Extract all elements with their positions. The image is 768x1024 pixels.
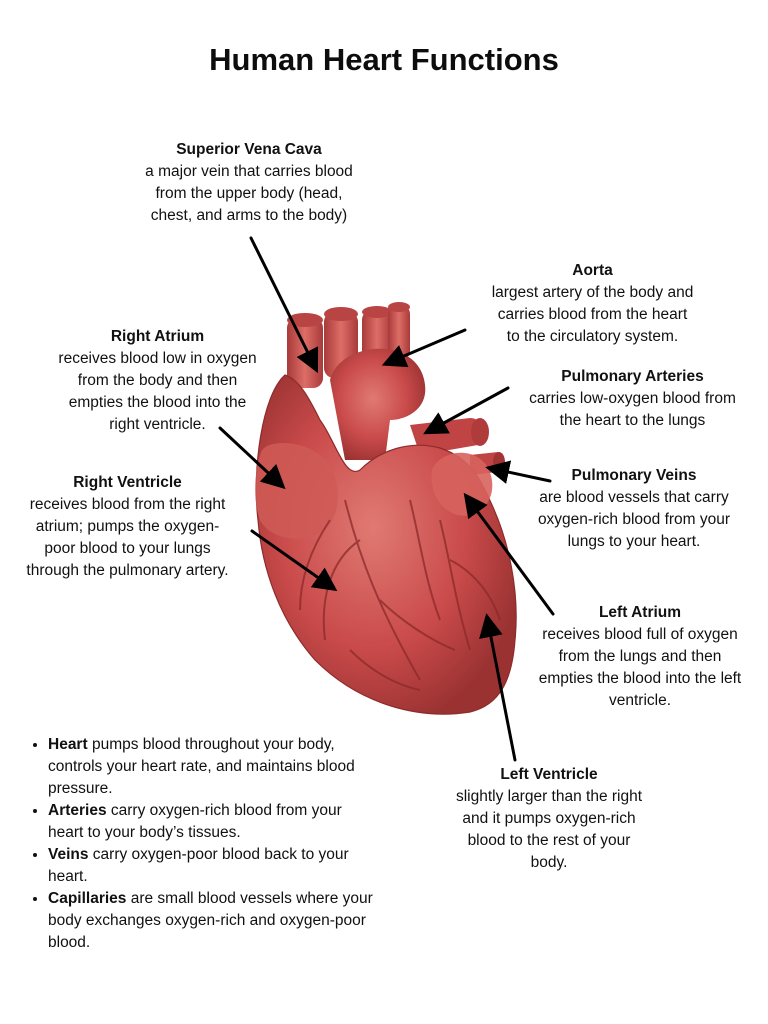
aortic-arch xyxy=(330,348,426,460)
label-description: largest artery of the body and carries b… xyxy=(491,284,694,345)
label-aorta: Aorta largest artery of the body and car… xyxy=(455,260,730,348)
pointer-arrows xyxy=(218,236,555,762)
list-item: Heart pumps blood throughout your body, … xyxy=(48,734,378,800)
label-description: a major vein that carries blood from the… xyxy=(145,163,353,224)
page-title: Human Heart Functions xyxy=(209,42,559,77)
arrow-aorta xyxy=(381,328,467,368)
fact-term: Arteries xyxy=(48,802,107,819)
label-description: carries low-oxygen blood from the heart … xyxy=(529,390,736,429)
fact-text: are small blood vessels where your body … xyxy=(48,890,373,951)
fact-term: Heart xyxy=(48,736,88,753)
label-description: are blood vessels that carry oxygen-rich… xyxy=(537,489,731,550)
arrow-left-ventricle xyxy=(479,613,517,762)
label-left-atrium: Left Atrium receives blood full of oxyge… xyxy=(512,602,768,712)
fact-text: carry oxygen-rich blood from your heart … xyxy=(48,802,342,841)
label-description: slightly larger than the right and it pu… xyxy=(455,788,643,871)
list-item: Arteries carry oxygen-rich blood from yo… xyxy=(48,800,378,844)
facts-list: Heart pumps blood throughout your body, … xyxy=(22,734,378,954)
label-right-ventricle: Right Ventricle receives blood from the … xyxy=(0,472,255,582)
label-title: Aorta xyxy=(572,262,613,279)
arrow-pulmonary-arteries xyxy=(423,386,510,435)
label-pulmonary-veins: Pulmonary Veins are blood vessels that c… xyxy=(505,465,763,553)
label-superior-vena-cava: Superior Vena Cava a major vein that car… xyxy=(110,139,388,227)
label-title: Right Atrium xyxy=(110,328,205,345)
fact-text: carry oxygen-poor blood back to your hea… xyxy=(48,846,349,885)
label-pulmonary-arteries: Pulmonary Arteries carries low-oxygen bl… xyxy=(500,366,765,432)
list-item: Capillaries are small blood vessels wher… xyxy=(48,888,378,954)
label-title: Left Ventricle xyxy=(500,766,598,783)
label-title: Superior Vena Cava xyxy=(176,141,322,158)
label-right-atrium: Right Atrium receives blood low in oxyge… xyxy=(20,326,295,436)
label-left-ventricle: Left Ventricle slightly larger than the … xyxy=(420,764,678,874)
arrow-left-atrium xyxy=(463,492,555,616)
label-title: Pulmonary Veins xyxy=(571,467,697,484)
arrow-pulmonary-veins xyxy=(485,460,552,484)
label-title: Right Ventricle xyxy=(73,474,182,491)
fact-term: Capillaries xyxy=(48,890,127,907)
arrow-superior-vena-cava xyxy=(249,236,319,374)
fact-text: pumps blood throughout your body, contro… xyxy=(48,736,355,797)
label-description: receives blood low in oxygen from the bo… xyxy=(58,350,257,433)
label-description: receives blood from the right atrium; pu… xyxy=(26,496,229,579)
label-title: Pulmonary Arteries xyxy=(561,368,704,385)
arrow-right-ventricle xyxy=(250,529,338,592)
list-item: Veins carry oxygen-poor blood back to yo… xyxy=(48,844,378,888)
fact-term: Veins xyxy=(48,846,89,863)
label-description: receives blood full of oxygen from the l… xyxy=(538,626,742,709)
label-title: Left Atrium xyxy=(598,604,682,621)
arrow-right-atrium xyxy=(218,426,286,490)
coronary-vessels xyxy=(299,499,501,691)
